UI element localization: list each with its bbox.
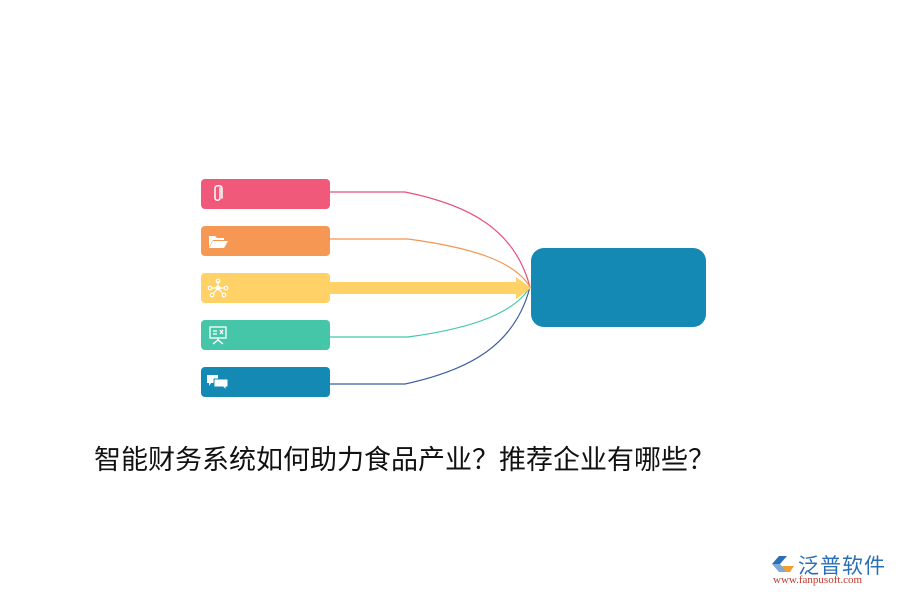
connector-node-5 (330, 286, 531, 385)
presentation-board-icon (206, 323, 230, 347)
diagram-node-4[interactable] (201, 320, 330, 350)
diagram-node-3[interactable] (201, 273, 330, 303)
folder-open-icon (206, 229, 230, 253)
arrow-head-icon (516, 277, 531, 299)
diagram-node-5[interactable] (201, 367, 330, 397)
central-hub-node[interactable] (531, 248, 706, 327)
diagram-node-2[interactable] (201, 226, 330, 256)
connector-node-1 (330, 191, 531, 288)
connector-node-2 (330, 238, 531, 288)
brand-watermark: 泛普软件 www.fanpusoft.com (768, 552, 893, 597)
connector-node-3-shaft (328, 282, 518, 294)
diagram-node-1[interactable] (201, 179, 330, 209)
connector-node-4 (330, 286, 531, 338)
brand-name: 泛普软件 (798, 554, 886, 578)
page-title: 智能财务系统如何助力食品产业？推荐企业有哪些？ (94, 445, 715, 476)
chat-bubbles-icon (206, 370, 230, 394)
paperclip-icon (206, 182, 230, 206)
brand-url: www.fanpusoft.com (773, 574, 863, 586)
brand-logo-icon (772, 556, 794, 572)
network-icon (206, 276, 230, 300)
